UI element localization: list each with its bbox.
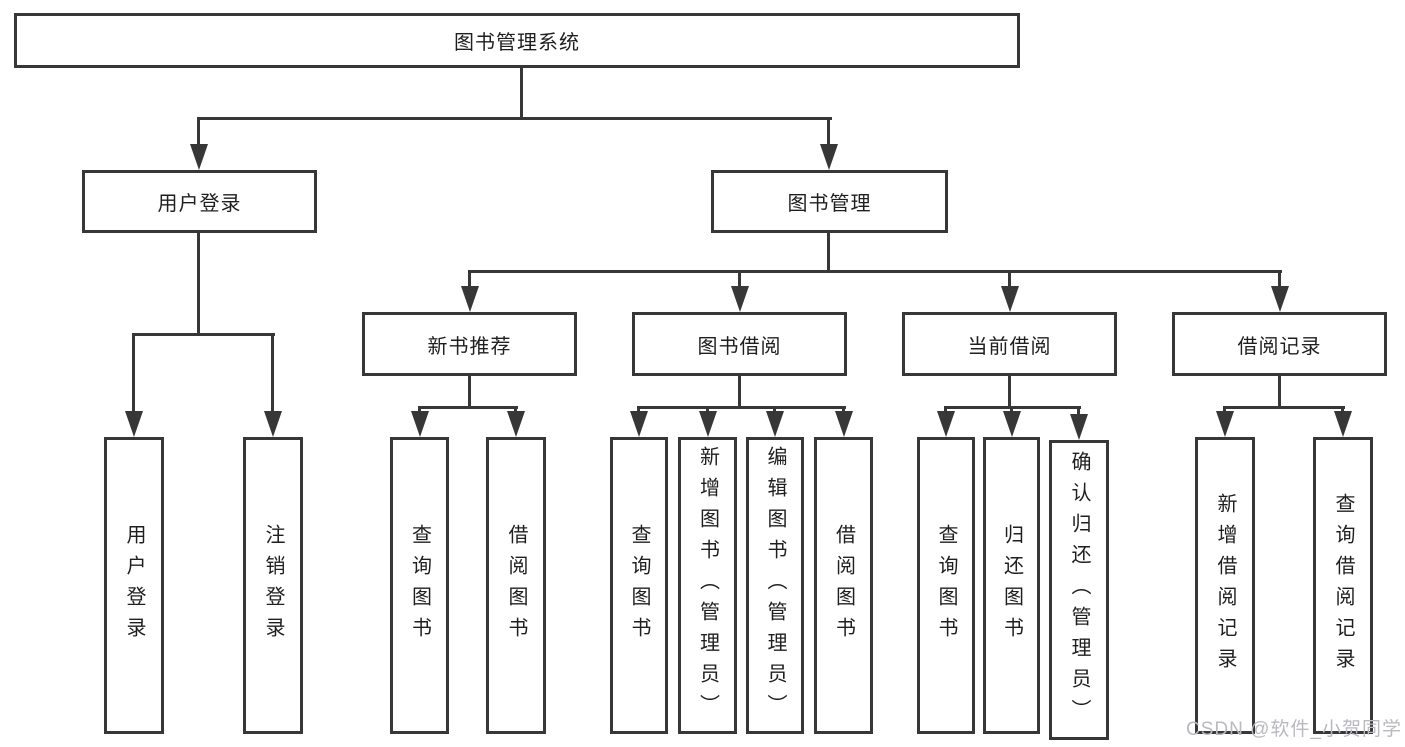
connector-line: [827, 233, 830, 272]
node-book-borrow: 图书借阅: [632, 312, 847, 376]
connector-line: [706, 408, 709, 413]
connector-line: [637, 408, 640, 413]
leaf-record-add-borrow-record: 新增借阅记录: [1195, 437, 1255, 734]
arrow-down-icon: [125, 411, 143, 437]
connector-line: [827, 117, 830, 144]
arrow-down-icon: [264, 411, 282, 437]
arrow-down-icon: [461, 286, 479, 312]
leaf-label: 查询图书: [628, 523, 650, 648]
connector-line: [271, 335, 274, 411]
arrow-down-icon: [411, 411, 429, 437]
connector-line: [944, 406, 1081, 409]
connector-line: [132, 335, 135, 411]
connector-line: [1077, 408, 1080, 416]
arrow-down-icon: [766, 411, 784, 437]
leaf-label: 用户登录: [123, 523, 145, 648]
connector-line: [468, 376, 471, 408]
leaf-borrow-borrow-books: 借阅图书: [814, 437, 873, 734]
connector-line: [1010, 408, 1013, 413]
connector-line: [637, 406, 846, 409]
leaf-current-confirm-return-admin: 确认归还（管理员）: [1049, 440, 1109, 740]
connector-line: [197, 233, 200, 335]
leaf-borrow-add-books-admin: 新增图书（管理员）: [678, 437, 737, 734]
connector-line: [468, 270, 1282, 273]
leaf-current-query-books: 查询图书: [917, 437, 975, 734]
leaf-newbook-borrow-books: 借阅图书: [486, 437, 546, 734]
arrow-down-icon: [1334, 411, 1352, 437]
arrow-down-icon: [1271, 286, 1289, 312]
arrow-down-icon: [1003, 411, 1021, 437]
node-book-management: 图书管理: [711, 170, 948, 233]
leaf-label: 新增图书（管理员）: [696, 446, 719, 725]
connector-line: [1278, 272, 1281, 286]
leaf-label: 借阅图书: [832, 523, 855, 648]
arrow-down-icon: [835, 411, 853, 437]
connector-line: [738, 272, 741, 286]
arrow-down-icon: [630, 411, 648, 437]
arrow-down-icon: [1001, 286, 1019, 312]
leaf-label: 确认归还（管理员）: [1068, 450, 1090, 730]
leaf-user-login: 用户登录: [104, 437, 164, 734]
connector-line: [1278, 376, 1281, 408]
connector-line: [842, 408, 845, 413]
connector-line: [944, 408, 947, 413]
connector-line: [1008, 376, 1011, 408]
connector-line: [418, 406, 518, 409]
node-new-book-recommend: 新书推荐: [362, 312, 577, 376]
connector-line: [738, 376, 741, 408]
leaf-record-query-borrow-record: 查询借阅记录: [1313, 437, 1373, 734]
node-borrow-record: 借阅记录: [1172, 312, 1387, 376]
connector-line: [1223, 406, 1345, 409]
arrow-down-icon: [1216, 411, 1234, 437]
leaf-label: 新增借阅记录: [1214, 492, 1236, 679]
arrow-down-icon: [820, 144, 838, 170]
leaf-label: 查询借阅记录: [1332, 492, 1354, 679]
leaf-label: 查询图书: [935, 523, 957, 648]
node-library-system: 图书管理系统: [14, 13, 1020, 68]
arrow-down-icon: [937, 411, 955, 437]
leaf-borrow-edit-books-admin: 编辑图书（管理员）: [746, 437, 804, 734]
leaf-label: 编辑图书（管理员）: [764, 446, 786, 725]
leaf-label: 注销登录: [262, 523, 284, 648]
connector-line: [132, 333, 275, 336]
connector-line: [773, 408, 776, 413]
connector-line: [1008, 272, 1011, 286]
arrow-down-icon: [731, 286, 749, 312]
node-current-borrow: 当前借阅: [902, 312, 1117, 376]
connector-line: [418, 408, 421, 413]
node-user-login: 用户登录: [82, 170, 317, 233]
leaf-label: 借阅图书: [505, 523, 527, 648]
watermark: CSDN @软件_小贺同学: [1186, 719, 1402, 740]
arrow-down-icon: [1070, 414, 1088, 440]
connector-line: [1223, 408, 1226, 413]
connector-line: [1341, 408, 1344, 413]
leaf-current-return-books: 归还图书: [983, 437, 1040, 734]
leaf-label: 查询图书: [408, 523, 431, 648]
leaf-label: 归还图书: [1000, 523, 1023, 648]
arrow-down-icon: [190, 144, 208, 170]
connector-line: [197, 117, 832, 120]
connector-line: [520, 66, 523, 120]
connector-line: [468, 272, 471, 286]
connector-line: [514, 408, 517, 413]
arrow-down-icon: [507, 411, 525, 437]
arrow-down-icon: [699, 411, 717, 437]
leaf-newbook-query-books: 查询图书: [390, 437, 449, 734]
leaf-borrow-query-books: 查询图书: [610, 437, 668, 734]
leaf-logout: 注销登录: [243, 437, 303, 734]
connector-line: [197, 117, 200, 144]
